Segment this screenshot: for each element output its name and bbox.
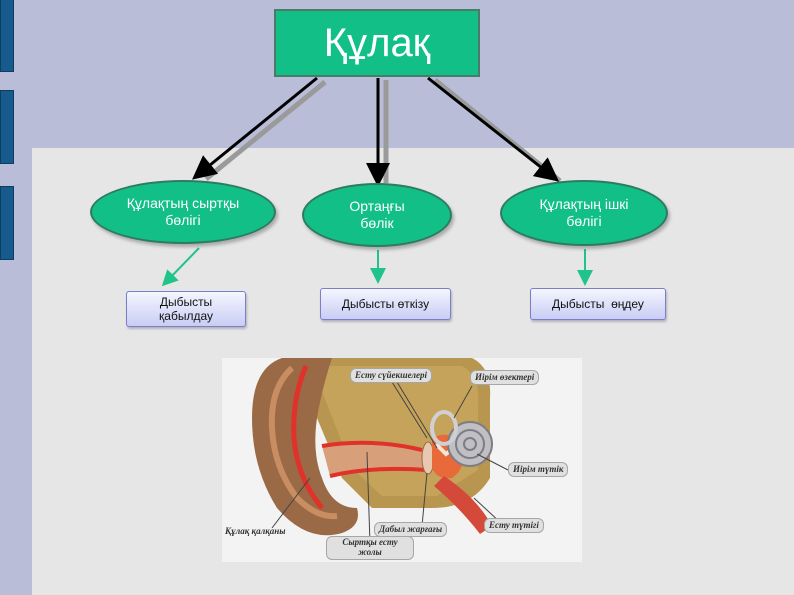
semicircular-canal: [430, 410, 458, 446]
label-cochlea: Иірім түтік: [508, 462, 569, 477]
leader-line: [366, 451, 371, 545]
leader-line: [453, 385, 473, 419]
auricle-highlight: [268, 365, 338, 520]
leader-line: [271, 477, 311, 529]
outer-ear-function: Дыбысты қабылдау: [159, 295, 213, 323]
left-bar: [0, 0, 14, 72]
leader-line: [396, 381, 438, 449]
middle-ear-function-box: Дыбысты өткізу: [320, 288, 451, 320]
label-ossicles: Есту сүйекшелері: [350, 368, 432, 383]
ear-canal-wall-lower: [329, 466, 428, 478]
ear-anatomy-illustration: Есту сүйекшелері Иірім өзектері Иірім тү…: [222, 358, 582, 562]
leader-line: [421, 472, 428, 527]
cochlea-mid: [455, 429, 485, 459]
outer-ear-node: Құлақтың сыртқы бөлігі: [90, 180, 276, 244]
auricle-cartilage: [291, 364, 324, 510]
middle-ear-label: Ортаңғы бөлік: [349, 198, 405, 231]
middle-ear-node: Ортаңғы бөлік: [302, 183, 452, 247]
leader-line: [391, 381, 428, 439]
eustachian-tube: [434, 476, 492, 534]
label-nerve-endings: Иірім өзектері: [470, 370, 540, 385]
auricle-shape: [252, 358, 358, 536]
left-decoration-strip: [0, 0, 16, 595]
label-auricle: Құлақ қалқаны: [225, 526, 286, 536]
inner-ear-function-box: Дыбысты өңдеу: [530, 288, 666, 320]
label-eardrum: Дабыл жарғағы: [374, 522, 448, 537]
cochlea-inner: [463, 437, 477, 451]
outer-ear-function-box: Дыбысты қабылдау: [126, 291, 246, 327]
ear-canal-wall: [321, 440, 423, 452]
arrow-to-outer-part: [192, 76, 318, 180]
diagram-title: Құлақ: [274, 9, 480, 77]
middle-ear-function: Дыбысты өткізу: [341, 297, 430, 311]
ear-cross-section-drawing: [252, 358, 509, 545]
inner-ear-node: Құлақтың ішкі бөлігі: [500, 180, 668, 246]
arrow-shadow: [204, 80, 327, 181]
left-bar: [0, 90, 14, 164]
inner-ear-function: Дыбысты өңдеу: [552, 297, 644, 311]
outer-ear-label: Құлақтың сыртқы бөлігі: [126, 195, 240, 228]
left-bar: [0, 186, 14, 260]
diagram-title-text: Құлақ: [323, 20, 431, 65]
arrow-to-inner-part: [427, 76, 560, 182]
label-auditory-tube: Есту түтігі: [484, 518, 544, 533]
leader-line: [476, 453, 509, 471]
arrow-outer-to-function: [161, 247, 200, 287]
inner-ear-label: Құлақтың ішкі бөлігі: [539, 196, 629, 229]
label-outer-canal: Сыртқы есту жолы: [326, 536, 414, 560]
